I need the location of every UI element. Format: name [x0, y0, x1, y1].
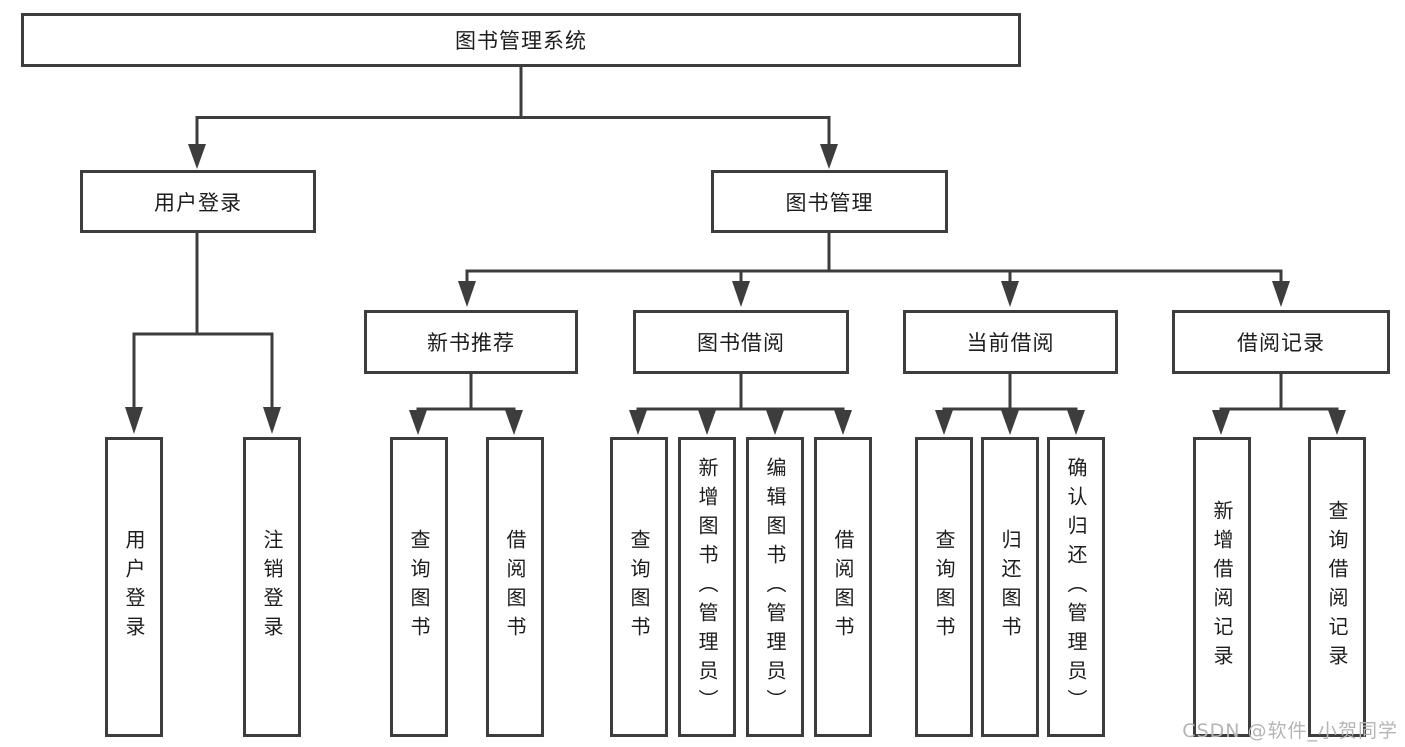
- leaf-label: 借阅图书: [503, 529, 527, 645]
- node-library-management-system: 图书管理系统: [21, 13, 1021, 67]
- leaf-label: 归还图书: [998, 529, 1022, 645]
- node-label: 图书管理: [785, 190, 874, 215]
- connector-new-book-rec-to-leaves: [409, 372, 523, 435]
- connector-book-mgmt-to-level3: [458, 231, 1290, 307]
- leaf-add-borrow-record: 新增借阅记录: [1193, 437, 1251, 737]
- connector-book-borrow-to-leaves: [629, 372, 852, 435]
- leaf-edit-books-admin: 编辑图书（管理员）: [746, 437, 804, 737]
- connector-root-to-level2: [188, 65, 838, 169]
- leaf-query-books-current-borrow: 查询图书: [915, 437, 973, 737]
- leaf-label: 确认归还（管理员）: [1064, 456, 1088, 718]
- node-label: 新书推荐: [427, 331, 515, 355]
- leaf-borrow-books-book-borrow: 借阅图书: [814, 437, 872, 737]
- node-label: 借阅记录: [1237, 331, 1325, 355]
- leaf-query-borrow-record: 查询借阅记录: [1308, 437, 1366, 737]
- node-label: 当前借阅: [966, 331, 1055, 355]
- leaf-label: 新增图书（管理员）: [695, 456, 719, 718]
- leaf-logout: 注销登录: [243, 437, 301, 737]
- leaf-label: 编辑图书（管理员）: [763, 456, 787, 718]
- leaf-label: 注销登录: [260, 529, 284, 645]
- leaf-query-books-new-book-rec: 查询图书: [390, 437, 448, 737]
- node-label: 图书管理系统: [455, 29, 587, 53]
- leaf-label: 查询图书: [407, 529, 431, 645]
- leaf-return-books: 归还图书: [981, 437, 1039, 737]
- leaf-add-books-admin: 新增图书（管理员）: [678, 437, 736, 737]
- node-user-login-branch: 用户登录: [80, 170, 316, 233]
- node-book-borrowing: 图书借阅: [633, 310, 849, 374]
- leaf-query-books-book-borrow: 查询图书: [610, 437, 668, 737]
- leaf-label: 用户登录: [122, 529, 146, 645]
- leaf-user-login: 用户登录: [105, 437, 163, 737]
- connector-borrow-records-to-leaves: [1212, 372, 1346, 435]
- leaf-label: 查询借阅记录: [1325, 500, 1349, 674]
- leaf-label: 借阅图书: [831, 529, 855, 645]
- node-current-borrowing: 当前借阅: [903, 310, 1118, 374]
- leaf-label: 查询图书: [932, 529, 956, 645]
- leaf-label: 查询图书: [627, 529, 651, 645]
- node-borrowing-records: 借阅记录: [1172, 310, 1390, 374]
- connector-current-borrow-to-leaves: [935, 372, 1085, 435]
- csdn-watermark: CSDN @软件_小贺同学: [1182, 720, 1398, 742]
- leaf-confirm-return-admin: 确认归还（管理员）: [1047, 437, 1105, 737]
- leaf-borrow-books-new-book-rec: 借阅图书: [486, 437, 544, 737]
- node-label: 用户登录: [154, 190, 242, 215]
- node-new-book-recommendation: 新书推荐: [364, 310, 578, 374]
- connector-user-login-to-leaves: [125, 231, 281, 434]
- node-label: 图书借阅: [697, 331, 785, 355]
- leaf-label: 新增借阅记录: [1210, 500, 1234, 674]
- node-book-management-branch: 图书管理: [711, 170, 948, 233]
